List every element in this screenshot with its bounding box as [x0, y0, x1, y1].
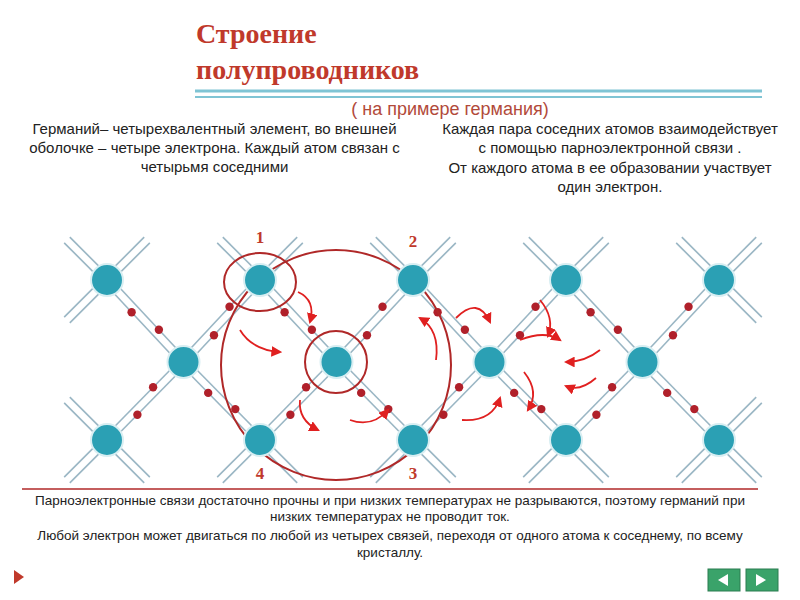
nav-buttons — [708, 569, 778, 591]
intro-text: Германий– четырехвалентный элемент, во в… — [12, 119, 417, 176]
electron-dots — [127, 303, 698, 419]
electron-arrows — [240, 292, 600, 430]
bond-text: От каждого атома в ее образовании участв… — [440, 158, 780, 196]
note-text: Парноэлектронные связи достаточно прочны… — [22, 493, 758, 525]
slide-title: Строение полупроводников — [196, 16, 516, 89]
note-text: Любой электрон может двигаться по любой … — [22, 528, 758, 560]
slide-subtitle: ( на примере германия) — [300, 99, 600, 120]
footer-rule — [22, 488, 758, 490]
callout-number: 4 — [248, 464, 272, 484]
header-rule — [195, 91, 762, 97]
highlight-circles — [221, 250, 451, 480]
callout-number: 1 — [248, 228, 272, 248]
callout-number: 2 — [401, 232, 425, 252]
bond-text: Каждая пара соседних атомов взаимодейств… — [440, 119, 780, 157]
nav-back-triangle — [14, 570, 24, 584]
crystal-bonds — [64, 237, 762, 483]
germanium-atoms — [91, 264, 735, 456]
callout-number: 3 — [401, 464, 425, 484]
